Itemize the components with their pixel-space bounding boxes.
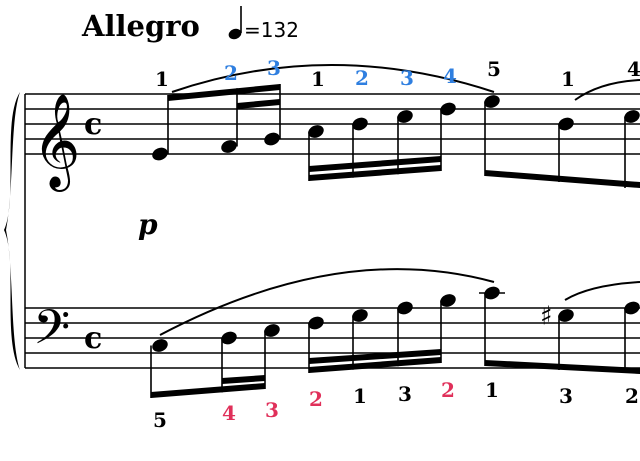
fingering-treble: 3 <box>267 56 281 80</box>
slur <box>159 268 495 336</box>
slur <box>564 281 640 301</box>
notehead <box>397 301 413 315</box>
note-f4 <box>221 140 237 153</box>
fingering-bass: 1 <box>353 384 367 408</box>
note-d3 <box>221 331 237 345</box>
slur <box>171 64 495 93</box>
fingering-bass: 5 <box>153 408 167 432</box>
note-c5 <box>624 110 640 123</box>
notes: ♯ <box>150 84 640 398</box>
fingerings: 1 2 3 1 2 3 4 5 1 4 5 4 3 2 1 3 2 1 3 2 <box>153 56 640 432</box>
bass-time-signature: c <box>84 321 102 356</box>
note-g4 <box>264 132 280 146</box>
notehead <box>397 110 413 123</box>
note-a3 <box>397 301 413 315</box>
fingering-treble: 5 <box>487 57 501 81</box>
slur <box>574 79 640 101</box>
notehead <box>308 125 324 138</box>
fingering-treble: 1 <box>155 67 169 91</box>
notehead <box>152 339 168 352</box>
tempo-marking: Allegro <box>81 9 200 43</box>
fingering-treble: 1 <box>561 67 575 91</box>
beam <box>309 165 441 181</box>
notehead <box>152 147 168 161</box>
beam <box>237 99 280 109</box>
metronome-quarter-note-icon <box>228 6 242 40</box>
note-a3 <box>624 301 640 315</box>
beam <box>309 156 441 172</box>
notehead <box>440 102 456 116</box>
note-d5 <box>440 102 456 116</box>
notehead <box>352 309 368 322</box>
bass-clef-icon: 𝄢 <box>33 299 70 367</box>
fingering-treble: 4 <box>443 64 457 88</box>
fingering-bass: 2 <box>625 384 639 408</box>
note-e5 <box>484 95 500 108</box>
metronome-value: =132 <box>244 18 299 42</box>
note-c5 <box>397 110 413 123</box>
note-b3 <box>440 294 456 307</box>
brace-icon <box>4 92 20 370</box>
dynamic-marking: p <box>138 208 158 241</box>
fingering-bass: 2 <box>441 378 455 402</box>
note-c4 <box>479 286 505 300</box>
note-a4 <box>308 125 324 138</box>
fingering-bass: 2 <box>309 387 323 411</box>
note-e4 <box>152 147 168 161</box>
notehead <box>308 316 324 330</box>
fingering-bass: 4 <box>222 401 236 425</box>
notehead <box>624 301 640 315</box>
note-g3 <box>352 309 368 322</box>
fingering-bass: 3 <box>265 398 279 422</box>
note-c3 <box>152 339 168 352</box>
note-g-sharp3: ♯ <box>540 302 574 332</box>
notehead <box>264 132 280 146</box>
beam <box>485 170 640 188</box>
fingering-bass: 3 <box>559 384 573 408</box>
note-b4 <box>558 117 574 131</box>
notehead <box>221 331 237 345</box>
fingering-bass: 1 <box>485 378 499 402</box>
sharp-icon: ♯ <box>540 302 553 332</box>
fingering-treble: 3 <box>400 66 414 90</box>
fingering-treble: 2 <box>224 61 238 85</box>
notehead <box>264 324 280 337</box>
treble-clef-icon: 𝄞 <box>32 93 80 192</box>
notehead <box>558 117 574 131</box>
fingering-treble: 2 <box>355 66 369 90</box>
notehead <box>558 309 574 322</box>
note-e3 <box>264 324 280 337</box>
beam <box>151 383 265 398</box>
notehead <box>221 140 237 153</box>
fingering-bass: 3 <box>398 382 412 406</box>
beam <box>485 360 640 374</box>
note-f3 <box>308 316 324 330</box>
notehead <box>440 294 456 307</box>
notehead <box>352 117 368 131</box>
beam <box>309 357 441 373</box>
fingering-treble: 1 <box>311 67 325 91</box>
fingering-treble: 4 <box>627 57 640 81</box>
treble-time-signature: c <box>84 107 102 142</box>
note-b4 <box>352 117 368 131</box>
notehead <box>484 95 500 108</box>
beam <box>168 84 280 101</box>
beam <box>222 375 265 384</box>
notehead <box>624 110 640 123</box>
beam <box>309 349 441 364</box>
